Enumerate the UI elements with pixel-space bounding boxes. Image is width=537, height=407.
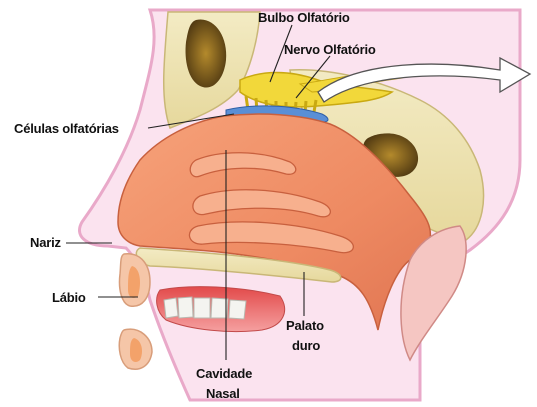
label-palato: Palato bbox=[286, 318, 324, 333]
label-celulas-olfatorias: Células olfatórias bbox=[14, 121, 119, 136]
label-nariz: Nariz bbox=[30, 235, 61, 250]
label-cavidade: Cavidade bbox=[196, 366, 252, 381]
label-nasal: Nasal bbox=[206, 386, 240, 401]
label-duro: duro bbox=[292, 338, 320, 353]
label-nervo-olfatorio: Nervo Olfatório bbox=[284, 42, 376, 57]
label-bulbo-olfatorio: Bulbo Olfatório bbox=[258, 10, 350, 25]
label-labio: Lábio bbox=[52, 290, 86, 305]
teeth bbox=[164, 297, 246, 319]
